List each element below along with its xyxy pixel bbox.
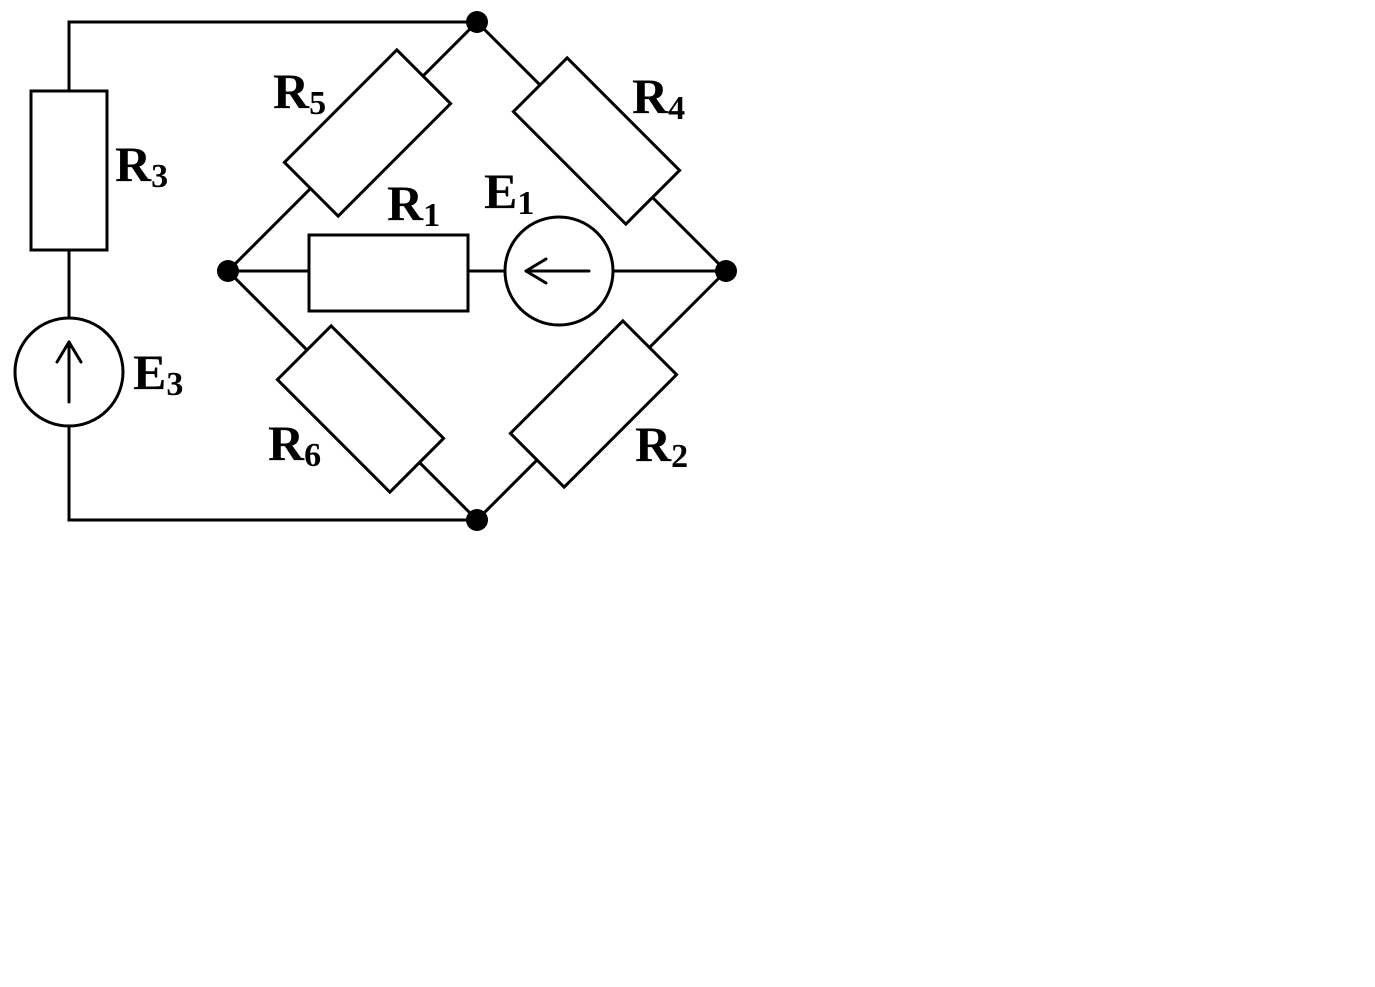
source-e1 [503, 215, 615, 327]
label-r3: R3 [115, 136, 168, 195]
resistor-r1 [307, 233, 470, 313]
resistor-r5 [282, 47, 453, 219]
label-r1: R1 [387, 175, 440, 234]
label-r6: R6 [268, 415, 321, 474]
node-left [217, 260, 239, 282]
resistor-r6 [275, 323, 446, 495]
node-top [466, 11, 488, 33]
label-r2: R2 [635, 416, 688, 475]
label-r5: R5 [273, 63, 326, 122]
node-bottom [466, 509, 488, 531]
arrow-left-icon [524, 257, 548, 285]
arrow-up-icon [55, 340, 83, 364]
resistor-r4 [511, 55, 682, 227]
label-e1: E1 [484, 163, 534, 222]
source-e3 [13, 316, 125, 428]
resistor-r2 [508, 318, 679, 490]
label-e3: E3 [133, 344, 183, 403]
label-r4: R4 [632, 68, 685, 127]
resistor-r3 [29, 89, 109, 252]
node-right [715, 260, 737, 282]
